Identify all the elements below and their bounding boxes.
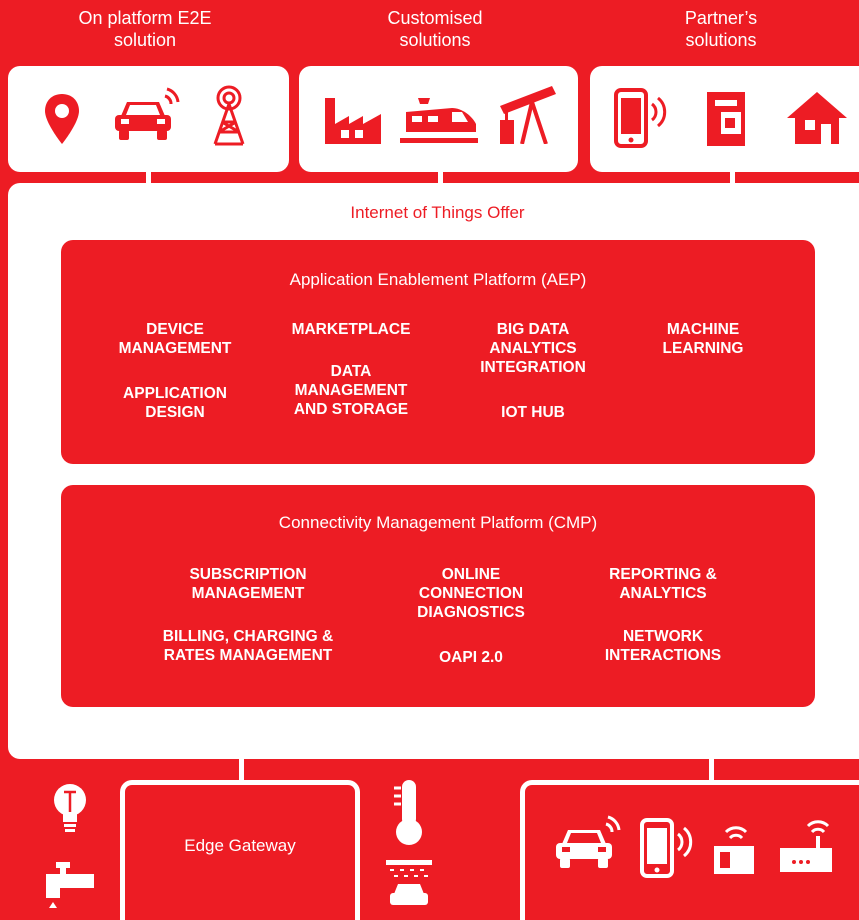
item-line: RATES MANAGEMENT [163, 647, 333, 664]
aep-item-iot-hub: IOT HUB [453, 403, 613, 422]
cmp-item-subscription: SUBSCRIPTION MANAGEMENT [153, 565, 343, 603]
mobile-phone-icon [640, 818, 693, 878]
item-line: ONLINE [441, 566, 501, 583]
aep-item-device-management: DEVICE MANAGEMENT [95, 320, 255, 358]
item-line: MACHINE [666, 321, 740, 338]
column-title-customised: Customised solutions [330, 7, 540, 51]
edge-gateway-box [120, 780, 360, 920]
item-line: ANALYTICS [619, 585, 707, 602]
router-icon [780, 820, 832, 872]
aep-title: Application Enablement Platform (AEP) [289, 270, 587, 289]
item-line: AND STORAGE [293, 401, 409, 418]
connector-line [730, 170, 735, 186]
cmp-item-reporting: REPORTING & ANALYTICS [573, 565, 753, 603]
item-line: MANAGEMENT [191, 585, 305, 602]
offer-title: Internet of Things Offer [350, 203, 525, 222]
train-icon [400, 98, 478, 143]
column-title-line: On platform E2E [78, 8, 212, 28]
item-line: DESIGN [145, 404, 205, 421]
connector-line [239, 755, 244, 785]
aep-item-machine-learning: MACHINE LEARNING [623, 320, 783, 358]
column-title-partners: Partner’s solutions [616, 7, 826, 51]
item-line: OAPI 2.0 [439, 649, 503, 666]
connected-car-icon [556, 815, 621, 868]
item-line: DEVICE [146, 321, 204, 338]
item-line: INTERACTIONS [604, 647, 722, 664]
connector-line [709, 755, 714, 785]
lightbulb-icon [54, 784, 86, 832]
cmp-item-online-diagnostics: ONLINE CONNECTION DIAGNOSTICS [381, 565, 561, 622]
connected-car-icon [115, 87, 180, 140]
oil-pump-icon [500, 86, 556, 144]
column-title-line: solution [113, 30, 177, 50]
column-title-on-platform: On platform E2E solution [40, 7, 250, 51]
item-line: ANALYTICS [489, 340, 577, 357]
item-line: APPLICATION [123, 385, 227, 402]
item-line: SUBSCRIPTION [189, 566, 307, 583]
column-title-line: solutions [685, 30, 757, 50]
item-line: INTEGRATION [480, 359, 586, 376]
cmp-item-billing: BILLING, CHARGING & RATES MANAGEMENT [133, 627, 363, 665]
column-title-line: solutions [399, 30, 471, 50]
item-line: DIAGNOSTICS [417, 604, 525, 621]
house-icon [787, 92, 847, 144]
item-line: MANAGEMENT [294, 382, 408, 399]
cmp-item-network: NETWORK INTERACTIONS [573, 627, 753, 665]
cmp-item-oapi: OAPI 2.0 [381, 648, 561, 667]
edge-gateway-label: Edge Gateway [184, 836, 296, 855]
aep-item-marketplace: MARKETPLACE [271, 320, 431, 339]
column-title-line: Partner’s [684, 8, 758, 28]
car-wash-icon [386, 860, 432, 905]
item-line: REPORTING & [609, 566, 717, 583]
item-line: MANAGEMENT [118, 340, 232, 357]
mobile-phone-icon [614, 88, 667, 148]
item-line: BIG DATA [496, 321, 570, 338]
item-line: MARKETPLACE [291, 321, 411, 338]
item-line: DATA [330, 363, 372, 380]
item-line: IOT HUB [501, 404, 565, 421]
column-title-line: Customised [387, 8, 483, 28]
radio-tower-icon [213, 85, 245, 146]
aep-item-big-data: BIG DATA ANALYTICS INTEGRATION [453, 320, 613, 377]
item-line: BILLING, CHARGING & [162, 628, 334, 645]
aep-panel: Application Enablement Platform (AEP) DE… [61, 240, 815, 464]
thermometer-icon [394, 780, 422, 845]
location-pin-icon [45, 94, 79, 144]
factory-icon [325, 98, 381, 144]
item-line: NETWORK [622, 628, 704, 645]
item-line: CONNECTION [418, 585, 524, 602]
item-line: LEARNING [662, 340, 744, 357]
connector-line [146, 170, 151, 186]
sim-card-icon [714, 826, 754, 874]
connector-line [438, 170, 443, 186]
coffee-machine-icon [707, 92, 745, 146]
aep-item-application-design: APPLICATION DESIGN [95, 384, 255, 422]
cmp-title: Connectivity Management Platform (CMP) [278, 513, 598, 532]
water-tap-icon [46, 862, 94, 908]
cmp-panel: Connectivity Management Platform (CMP) S… [61, 485, 815, 707]
aep-item-data-management: DATA MANAGEMENT AND STORAGE [271, 362, 431, 419]
connected-devices-box [520, 780, 859, 920]
